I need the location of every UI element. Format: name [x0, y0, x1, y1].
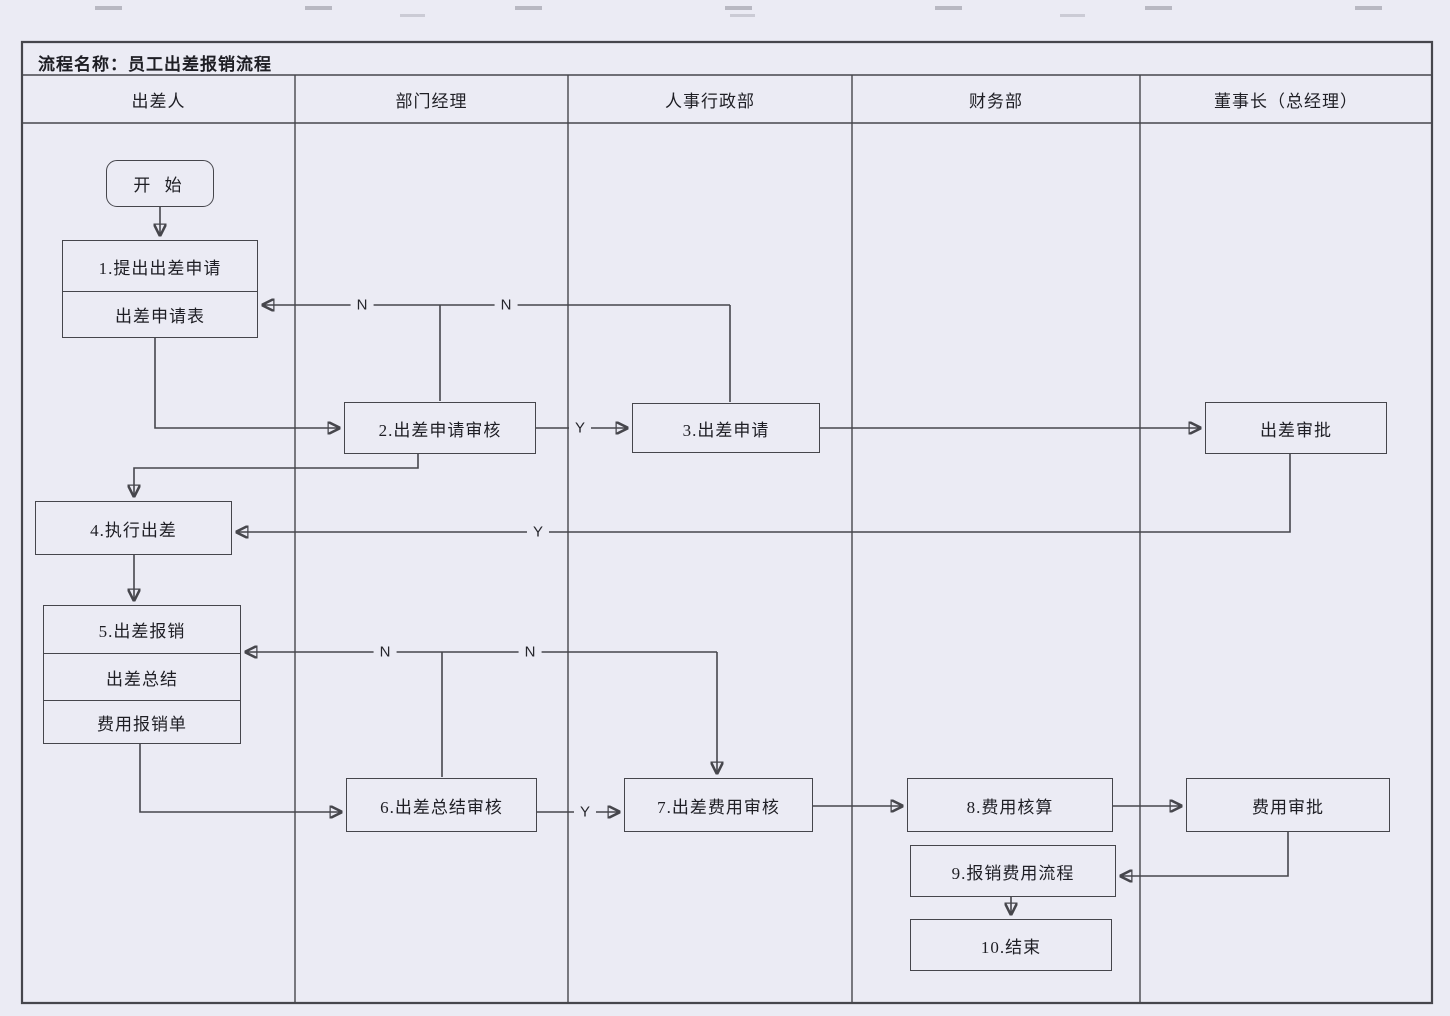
lane-header-hr-admin: 人事行政部	[665, 91, 755, 111]
node-step5: 5.出差报销 出差总结 费用报销单	[43, 605, 241, 744]
node-step7: 7.出差费用审核	[624, 778, 813, 832]
process-title: 流程名称：员工出差报销流程	[38, 55, 272, 74]
edge-expense-approval-to-step9	[1121, 832, 1289, 876]
node-step4: 4.执行出差	[35, 501, 232, 555]
edge-trip-approval-to-step4	[237, 454, 1291, 532]
edge-step1-to-step2	[154, 338, 339, 428]
node-expense-approval: 费用审批	[1186, 778, 1390, 832]
node-step9: 9.报销费用流程	[910, 845, 1116, 897]
scan-artifact	[0, 6, 1450, 10]
lane-header-traveler: 出差人	[131, 91, 186, 111]
node-step2: 2.出差申请审核	[344, 402, 536, 454]
node-step5-doc2: 费用报销单	[97, 714, 187, 734]
scan-artifact	[240, 14, 1340, 17]
label-no-step3: N	[494, 295, 518, 315]
outer-frame	[20, 40, 1434, 1005]
label-no-step6: N	[373, 642, 397, 662]
node-step6: 6.出差总结审核	[346, 778, 537, 832]
node-step3: 3.出差申请	[632, 403, 820, 453]
node-start-label: 开 始	[133, 176, 187, 195]
node-step8: 8.费用核算	[907, 778, 1113, 832]
node-trip-approval: 出差审批	[1205, 402, 1387, 454]
label-yes-step2: Y	[568, 418, 592, 438]
edge-step5-to-step6	[139, 744, 341, 812]
lane-header-chairman: 董事长（总经理）	[1214, 91, 1358, 111]
node-start: 开 始	[106, 160, 214, 207]
edge-step2-to-step4	[134, 454, 419, 496]
node-step5-title: 5.出差报销	[44, 606, 240, 654]
lane-header-dept-manager: 部门经理	[395, 91, 468, 111]
label-yes-step6: Y	[573, 802, 597, 822]
node-step1-doc: 出差申请表	[115, 307, 205, 326]
label-no-step7: N	[518, 642, 542, 662]
node-step5-doc1: 出差总结	[44, 654, 240, 701]
node-step10: 10.结束	[910, 919, 1112, 971]
lane-header-finance: 财务部	[969, 91, 1023, 111]
label-yes-trip-approval: Y	[526, 522, 550, 542]
label-no-step2: N	[350, 295, 374, 315]
node-step1-title: 1.提出出差申请	[63, 241, 257, 292]
node-step1: 1.提出出差申请 出差申请表	[62, 240, 258, 338]
